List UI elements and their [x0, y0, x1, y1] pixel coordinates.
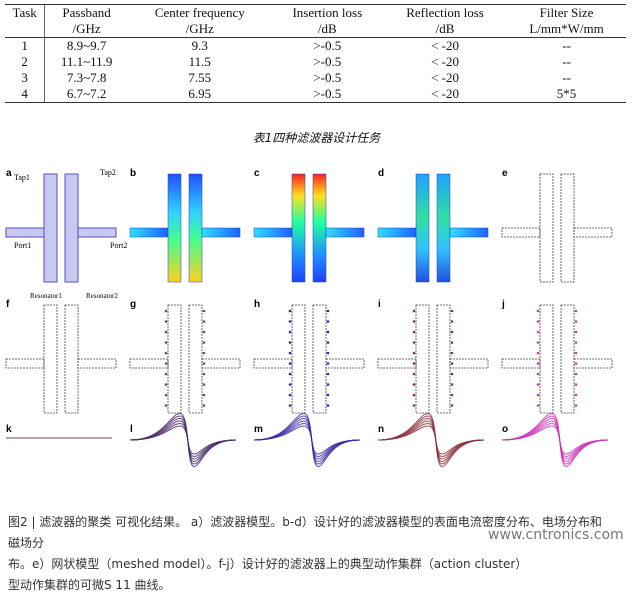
panel-letter-g: g — [130, 299, 136, 310]
resonator1-label: Resonator1 — [30, 292, 62, 300]
cell-task: 4 — [5, 86, 45, 103]
panel-letter-h: h — [254, 299, 260, 310]
cell-center-frequency: 11.5 — [188, 54, 211, 69]
filter-visualization-figure: a b c d e f g h i j k l m n o Tap1 Tap2 Port1 Port2 Re… — [5, 168, 613, 468]
cell-center-frequency: 6.95 — [127, 86, 272, 103]
cell-insertion-loss: >-0.5 — [313, 70, 342, 85]
panel-c-electric-field — [253, 173, 365, 283]
panel-d-magnetic-field — [377, 173, 489, 283]
cell-task: 2 — [21, 54, 28, 69]
header-insertion-loss-unit: /dB — [271, 21, 383, 38]
panel-o-s11-curves — [501, 412, 609, 468]
table-row: 1 8.9~9.7 9.3 >-0.5 < -20 -- — [5, 37, 626, 54]
panel-n-s11-curves — [377, 412, 485, 468]
panel-letter-k: k — [6, 424, 12, 435]
panel-letter-c: c — [254, 168, 260, 179]
table-row: 3 7.3~7.8 7.55 >-0.5 < -20 -- — [5, 70, 626, 86]
cell-filter-size: -- — [562, 38, 571, 53]
task-table: Task Passband Center frequency Insertion… — [5, 4, 626, 103]
cell-center-frequency: 7.55 — [188, 70, 212, 85]
table-row: 2 11.1~11.9 11.5 >-0.5 < -20 -- — [5, 54, 626, 70]
panel-l-s11-curves — [129, 412, 237, 468]
cell-insertion-loss: >-0.5 — [313, 38, 342, 53]
caption-line-2: 布。e）网状模型（meshed model）。f-j）设计好的滤波器上的典型动作… — [8, 557, 528, 571]
panel-b-current-density — [129, 173, 241, 283]
cell-center-frequency: 9.3 — [191, 38, 208, 53]
cell-passband: 8.9~9.7 — [44, 37, 128, 54]
header-reflection-loss: Reflection loss — [382, 4, 508, 21]
header-reflection-loss-unit: /dB — [382, 21, 508, 38]
cell-reflection-loss: < -20 — [431, 38, 459, 53]
cell-insertion-loss: >-0.5 — [313, 54, 342, 69]
panel-f-action-cluster — [5, 304, 117, 414]
cell-filter-size: -- — [562, 54, 571, 69]
header-center-frequency: Center frequency — [127, 4, 272, 21]
port1-label: Port1 — [14, 241, 31, 250]
panel-letter-a: a — [6, 168, 12, 179]
cell-passband: 7.3~7.8 — [44, 70, 128, 86]
panel-letter-l: l — [130, 424, 133, 435]
cell-passband: 6.7~7.2 — [44, 86, 128, 103]
panel-a-filter-model — [5, 173, 117, 283]
header-center-frequency-unit: /GHz — [127, 21, 272, 38]
cell-passband: 11.1~11.9 — [44, 54, 128, 70]
cell-task: 1 — [21, 38, 28, 53]
cell-filter-size: 5*5 — [507, 86, 626, 103]
panel-letter-n: n — [378, 424, 384, 435]
figure-caption: 图2 | 滤波器的聚类 可视化结果。 a）滤波器模型。b-d）设计好的滤波器模型… — [8, 512, 608, 596]
panel-letter-o: o — [502, 424, 508, 435]
header-task: Task — [5, 4, 45, 21]
panel-g-action-cluster — [129, 304, 241, 414]
header-filter-size: Filter Size — [507, 4, 626, 21]
caption-line-1: 图2 | 滤波器的聚类 可视化结果。 a）滤波器模型。b-d）设计好的滤波器模型… — [8, 515, 602, 550]
panel-e-meshed-model — [501, 173, 613, 283]
table-row: 4 6.7~7.2 6.95 >-0.5 < -20 5*5 — [5, 86, 626, 103]
cell-reflection-loss: < -20 — [382, 86, 508, 103]
panel-letter-i: i — [378, 299, 381, 310]
panel-letter-b: b — [130, 168, 136, 179]
cell-filter-size: -- — [562, 70, 571, 85]
watermark: www.cntronics.com — [488, 527, 624, 543]
table-caption: 表1四种滤波器设计任务 — [252, 131, 381, 145]
panel-m-s11-curves — [253, 412, 361, 468]
port2-label: Port2 — [110, 241, 127, 250]
table-header-row: Task Passband Center frequency Insertion… — [5, 4, 626, 21]
header-passband: Passband — [44, 4, 128, 21]
header-passband-unit: /GHz — [44, 21, 128, 38]
resonator2-label: Resonator2 — [86, 292, 118, 300]
panel-j-action-cluster — [501, 304, 613, 414]
panel-i-action-cluster — [377, 304, 489, 414]
tap2-label: Tap2 — [100, 168, 116, 177]
panel-h-action-cluster — [253, 304, 365, 414]
panel-letter-e: e — [502, 168, 508, 179]
header-task-unit — [5, 21, 45, 38]
header-insertion-loss: Insertion loss — [271, 4, 383, 21]
caption-line-3: 型动作集群的可微S 11 曲线。 — [8, 578, 171, 592]
panel-letter-j: j — [501, 299, 505, 310]
panel-letter-d: d — [378, 168, 384, 179]
panel-letter-m: m — [254, 424, 263, 435]
cell-reflection-loss: < -20 — [431, 54, 459, 69]
panel-letter-f: f — [6, 299, 10, 310]
tap1-label: Tap1 — [14, 173, 30, 182]
table-header-unit-row: /GHz /GHz /dB /dB L/mm*W/mm — [5, 21, 626, 38]
cell-insertion-loss: >-0.5 — [271, 86, 383, 103]
cell-reflection-loss: < -20 — [431, 70, 459, 85]
cell-task: 3 — [21, 70, 28, 85]
header-filter-size-unit: L/mm*W/mm — [507, 21, 626, 38]
